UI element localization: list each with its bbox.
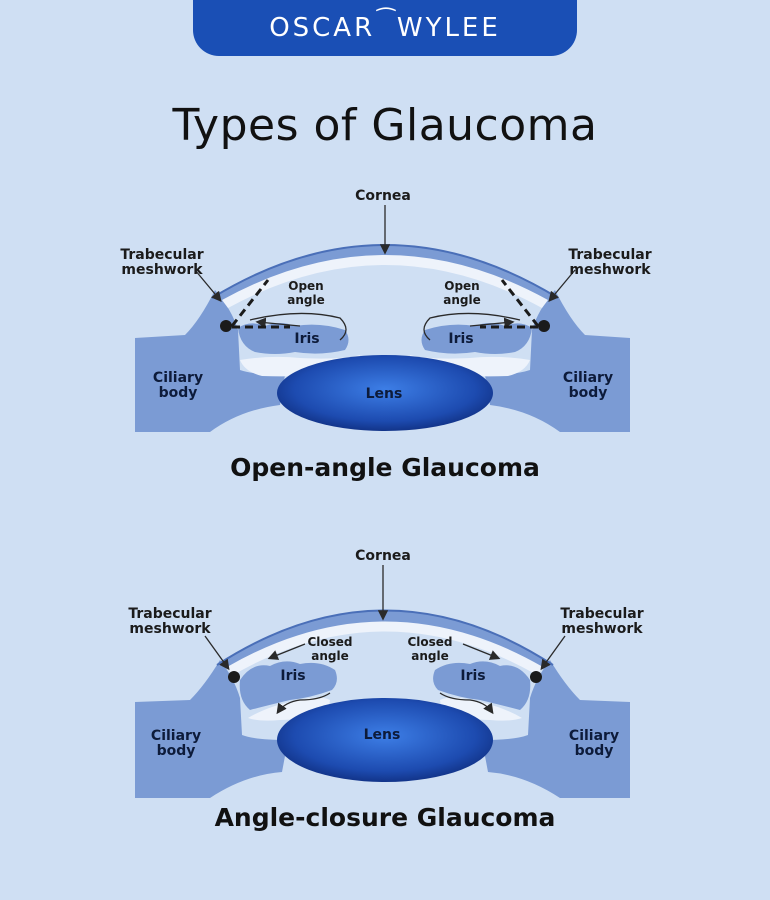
label-angle-right-1: Open [444, 279, 479, 293]
label-iris-left: Iris [280, 668, 305, 684]
label-lens: Lens [366, 386, 403, 402]
label-iris-right: Iris [448, 331, 473, 347]
label-lens: Lens [364, 727, 401, 743]
ciliary-body-right [482, 660, 630, 798]
trabecular-meshwork-left [220, 320, 232, 332]
trabecular-meshwork-right [530, 671, 542, 683]
label-angle-right-2: angle [443, 293, 480, 307]
page-title: Types of Glaucoma [172, 100, 598, 151]
label-angle-left-1: Open [288, 279, 323, 293]
label-angle-left-2: angle [311, 649, 348, 663]
cornea-inner [227, 621, 543, 675]
trabecular-meshwork-right [538, 320, 550, 332]
brand-word-left: OSCAR [269, 13, 376, 43]
ciliary-body-right [485, 290, 630, 432]
iris-right [421, 323, 532, 354]
lens-shape [277, 698, 493, 782]
label-angle-left-2: angle [287, 293, 324, 307]
iris-left [238, 323, 349, 354]
iris-left [239, 661, 337, 710]
iris-right [433, 661, 531, 710]
brand-tilde-icon: ⁀ [377, 8, 395, 34]
label-angle-right-1: Closed [407, 635, 452, 649]
label-ciliary-left-2: body [157, 743, 196, 759]
label-trabecular-left-1: Trabecular [128, 606, 211, 622]
label-trabecular-right-2: meshwork [569, 262, 651, 278]
angle-closure-diagram: Cornea Trabecular meshwork Trabecular me… [0, 540, 770, 840]
open-angle-svg: Cornea Trabecular meshwork Trabecular me… [120, 188, 652, 432]
angle-closure-svg: Cornea Trabecular meshwork Trabecular me… [128, 548, 644, 798]
cornea-outer [220, 611, 550, 669]
ciliary-body-left [135, 290, 285, 432]
cornea-outer [215, 245, 555, 302]
label-ciliary-right-1: Ciliary [563, 370, 613, 386]
label-angle-right-2: angle [411, 649, 448, 663]
label-cornea: Cornea [355, 548, 411, 564]
caption-angle-closure: Angle-closure Glaucoma [214, 803, 556, 832]
label-ciliary-left-1: Ciliary [153, 370, 203, 386]
cornea-inner [222, 255, 548, 308]
brand-word-right: WYLEE [396, 13, 501, 43]
caption-open-angle: Open-angle Glaucoma [230, 453, 540, 482]
label-ciliary-right-2: body [569, 385, 608, 401]
lens-shape [277, 355, 493, 431]
label-trabecular-left-2: meshwork [121, 262, 203, 278]
ciliary-body-left [135, 660, 288, 798]
brand-logo: OSCAR ⁀ WYLEE [193, 0, 577, 56]
label-trabecular-right-1: Trabecular [568, 247, 651, 263]
label-trabecular-right-1: Trabecular [560, 606, 643, 622]
open-angle-diagram: Cornea Trabecular meshwork Trabecular me… [0, 180, 770, 480]
label-ciliary-left-1: Ciliary [151, 728, 201, 744]
label-ciliary-right-1: Ciliary [569, 728, 619, 744]
trabecular-meshwork-left [228, 671, 240, 683]
label-angle-left-1: Closed [307, 635, 352, 649]
label-iris-left: Iris [294, 331, 319, 347]
label-trabecular-left-1: Trabecular [120, 247, 203, 263]
label-ciliary-left-2: body [159, 385, 198, 401]
label-trabecular-right-2: meshwork [561, 621, 643, 637]
label-iris-right: Iris [460, 668, 485, 684]
label-trabecular-left-2: meshwork [129, 621, 211, 637]
label-cornea: Cornea [355, 188, 411, 204]
label-ciliary-right-2: body [575, 743, 614, 759]
